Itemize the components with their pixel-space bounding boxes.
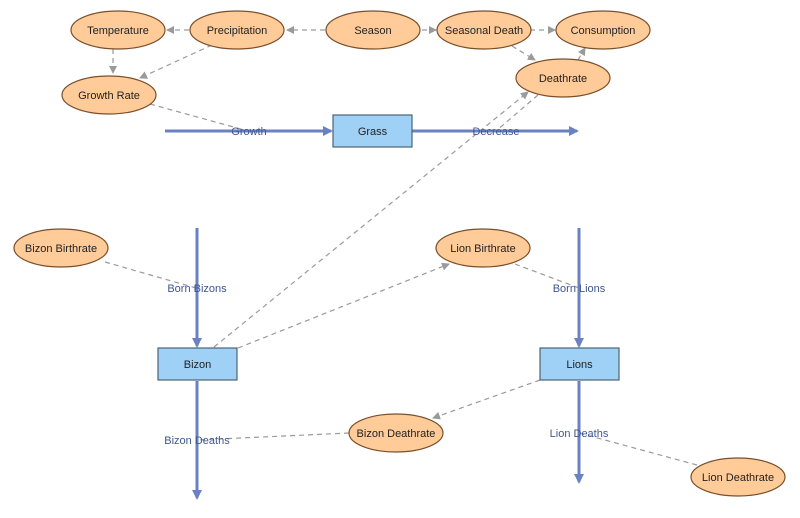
variable-lion-birthrate[interactable]: Lion Birthrate [435, 228, 531, 268]
stock-grass[interactable]: Grass [332, 114, 413, 148]
link-bizon-birthrate-born-bizons [104, 261, 197, 289]
link-bizon-deathrate [213, 91, 529, 348]
stock-lions[interactable]: Lions [539, 347, 620, 381]
links [104, 26, 698, 466]
link-seasonal-death-deathrate [511, 45, 536, 61]
variable-bizon-deathrate[interactable]: Bizon Deathrate [348, 413, 444, 453]
variable-growth-rate[interactable]: Growth Rate [61, 75, 157, 115]
variable-precipitation-label: Precipitation [207, 25, 268, 37]
stock-lions-label: Lions [566, 359, 593, 371]
stock-bizon-label: Bizon [184, 359, 212, 371]
variable-growth-rate-label: Growth Rate [78, 90, 140, 102]
link-precipitation-growth-rate [139, 44, 213, 79]
link-deathrate-decrease [495, 94, 539, 132]
flow-born-lions-label: Born Lions [553, 283, 606, 295]
variable-temperature-label: Temperature [87, 25, 149, 37]
variable-season-label: Season [354, 25, 391, 37]
stock-bizon[interactable]: Bizon [157, 347, 238, 381]
variable-bizon-deathrate-label: Bizon Deathrate [357, 428, 436, 440]
variable-seasonal-death-label: Seasonal Death [445, 25, 523, 37]
flows: Growth Decrease Born Bizons Bizon Deaths… [164, 126, 609, 500]
flow-growth-label: Growth [231, 126, 266, 138]
variable-bizon-birthrate-label: Bizon Birthrate [25, 243, 97, 255]
flow-decrease-label: Decrease [472, 126, 519, 138]
link-lions-bizon-deathrate [432, 379, 541, 420]
variable-consumption-label: Consumption [571, 25, 636, 37]
variable-deathrate-label: Deathrate [539, 73, 587, 85]
variable-lion-birthrate-label: Lion Birthrate [450, 243, 515, 255]
link-lion-deathrate-lion-deaths [578, 432, 698, 466]
link-growth-rate-growth [149, 103, 249, 132]
flow-bizon-deaths-label: Bizon Deaths [164, 435, 230, 447]
link-deathrate-consumption [577, 47, 586, 61]
link-bizon-deathrate-bizon-deaths [196, 432, 350, 441]
variable-temperature[interactable]: Temperature [70, 10, 166, 50]
variable-seasonal-death[interactable]: Seasonal Death [436, 10, 532, 50]
stock-grass-label: Grass [358, 126, 388, 138]
variable-consumption[interactable]: Consumption [555, 10, 651, 50]
variable-season[interactable]: Season [325, 10, 421, 50]
variable-deathrate[interactable]: Deathrate [515, 58, 611, 98]
flow-born-bizons-label: Born Bizons [167, 283, 227, 295]
variable-precipitation[interactable]: Precipitation [189, 10, 285, 50]
variable-lion-deathrate[interactable]: Lion Deathrate [690, 457, 786, 497]
link-lion-birthrate-born-lions [514, 263, 580, 289]
variable-lion-deathrate-label: Lion Deathrate [702, 472, 774, 484]
link-bizon-lion-birthrate [237, 262, 450, 349]
variable-bizon-birthrate[interactable]: Bizon Birthrate [13, 228, 109, 268]
flow-lion-deaths-label: Lion Deaths [550, 428, 609, 440]
